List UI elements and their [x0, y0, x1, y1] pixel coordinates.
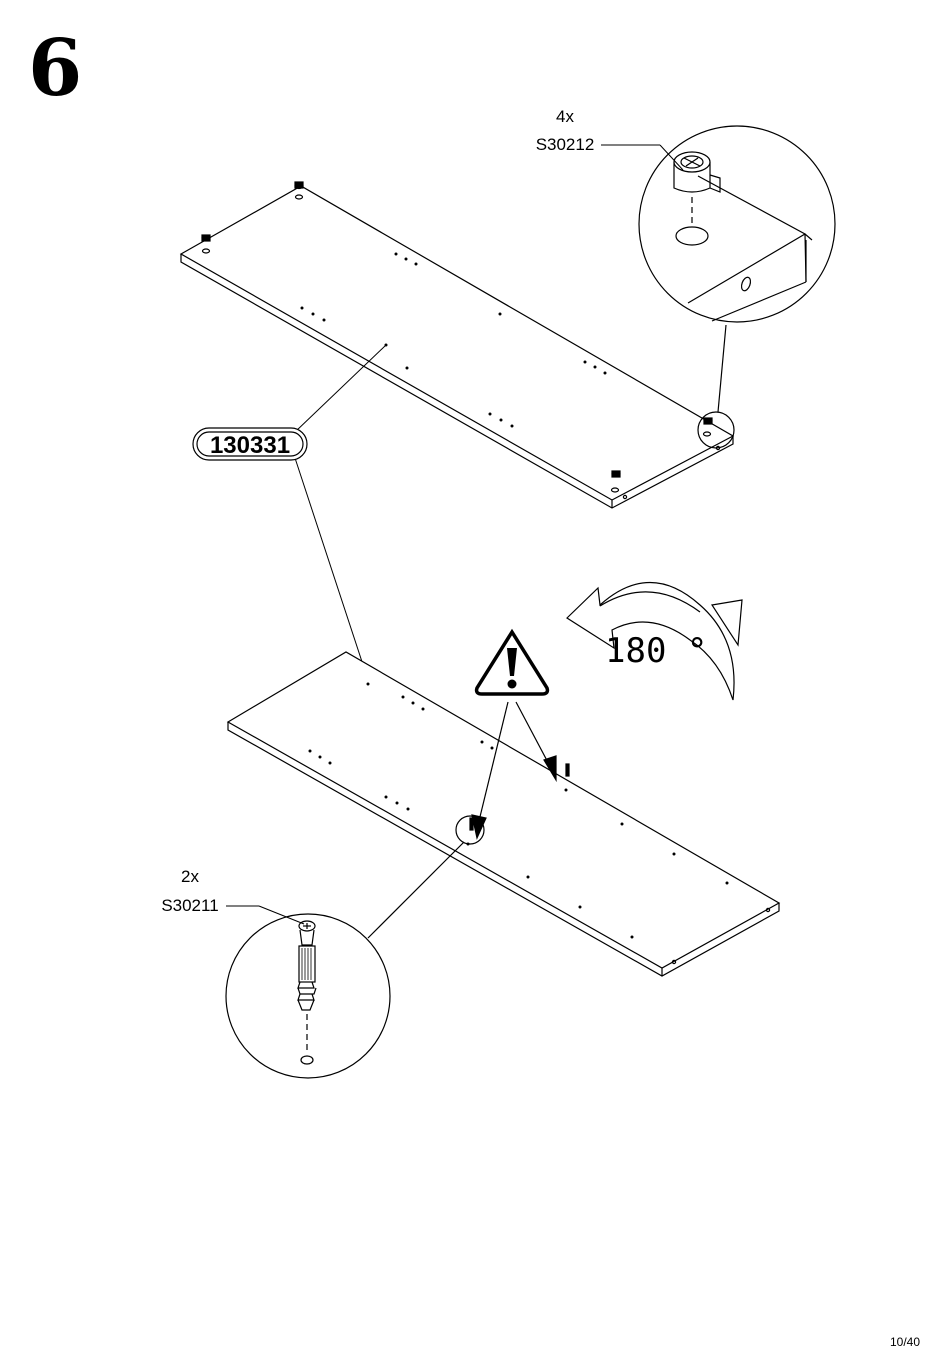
cam-bolt-detail: [226, 906, 390, 1078]
bottom-hardware-quantity: 2x: [181, 867, 199, 886]
bottom-hardware-code: S30211: [161, 896, 218, 915]
top-hardware-code: S30212: [536, 135, 595, 154]
warning-triangle-icon: [477, 632, 548, 694]
page-number: 10/40: [890, 1335, 920, 1349]
top-hardware-quantity: 4x: [556, 107, 574, 126]
bottom-panel: [228, 652, 779, 976]
part-number: 130331: [210, 432, 290, 459]
rotation-label: 180 °: [605, 631, 707, 671]
cam-lock-detail: [601, 126, 835, 322]
